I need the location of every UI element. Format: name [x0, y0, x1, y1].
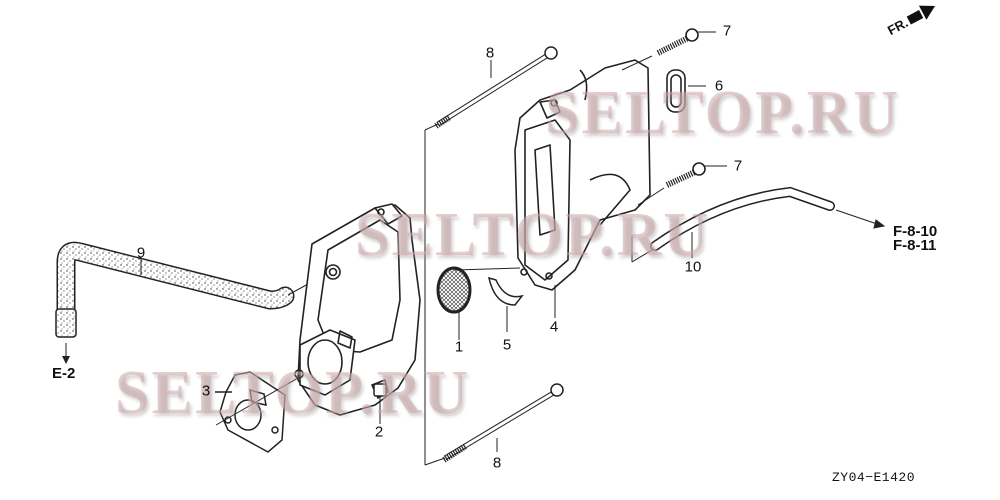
long-bolt-8-lower: [424, 383, 564, 466]
flange-bolt-7-upper: [621, 28, 716, 71]
fitting-2: [373, 383, 387, 424]
diagram-code: ZY04−E1420: [832, 470, 916, 485]
front-direction-arrow-icon: [906, 9, 923, 25]
callout-7-upper: 7: [722, 22, 732, 40]
callout-8-lower: 8: [492, 454, 502, 472]
callout-9: 9: [136, 244, 146, 262]
long-bolt-8-upper: [424, 46, 558, 465]
reference-e-2[interactable]: E-2: [52, 365, 76, 382]
callout-3: 3: [201, 382, 211, 400]
cover-4: [514, 59, 651, 291]
breather-housing: [294, 203, 421, 416]
reference-f-8-11[interactable]: F-8-11: [893, 237, 937, 254]
callout-7-lower: 7: [733, 157, 743, 175]
flange-bolt-7-lower: [637, 162, 727, 206]
gasket-3: [215, 371, 299, 453]
reference-f-8-10[interactable]: F-8-10: [893, 223, 938, 240]
callout-1: 1: [454, 338, 464, 356]
grommet-6: [666, 69, 706, 113]
tube-10: [631, 186, 886, 263]
callout-2: 2: [374, 423, 384, 441]
leader-lines: [424, 123, 556, 318]
callout-10: 10: [684, 258, 702, 276]
breather-hose-9: [55, 241, 331, 364]
callout-8-upper: 8: [485, 44, 495, 62]
strainer-1: [436, 266, 472, 340]
callout-5: 5: [502, 336, 512, 354]
callout-6: 6: [714, 77, 724, 95]
callout-4: 4: [549, 318, 559, 336]
clip-5: [487, 276, 524, 332]
